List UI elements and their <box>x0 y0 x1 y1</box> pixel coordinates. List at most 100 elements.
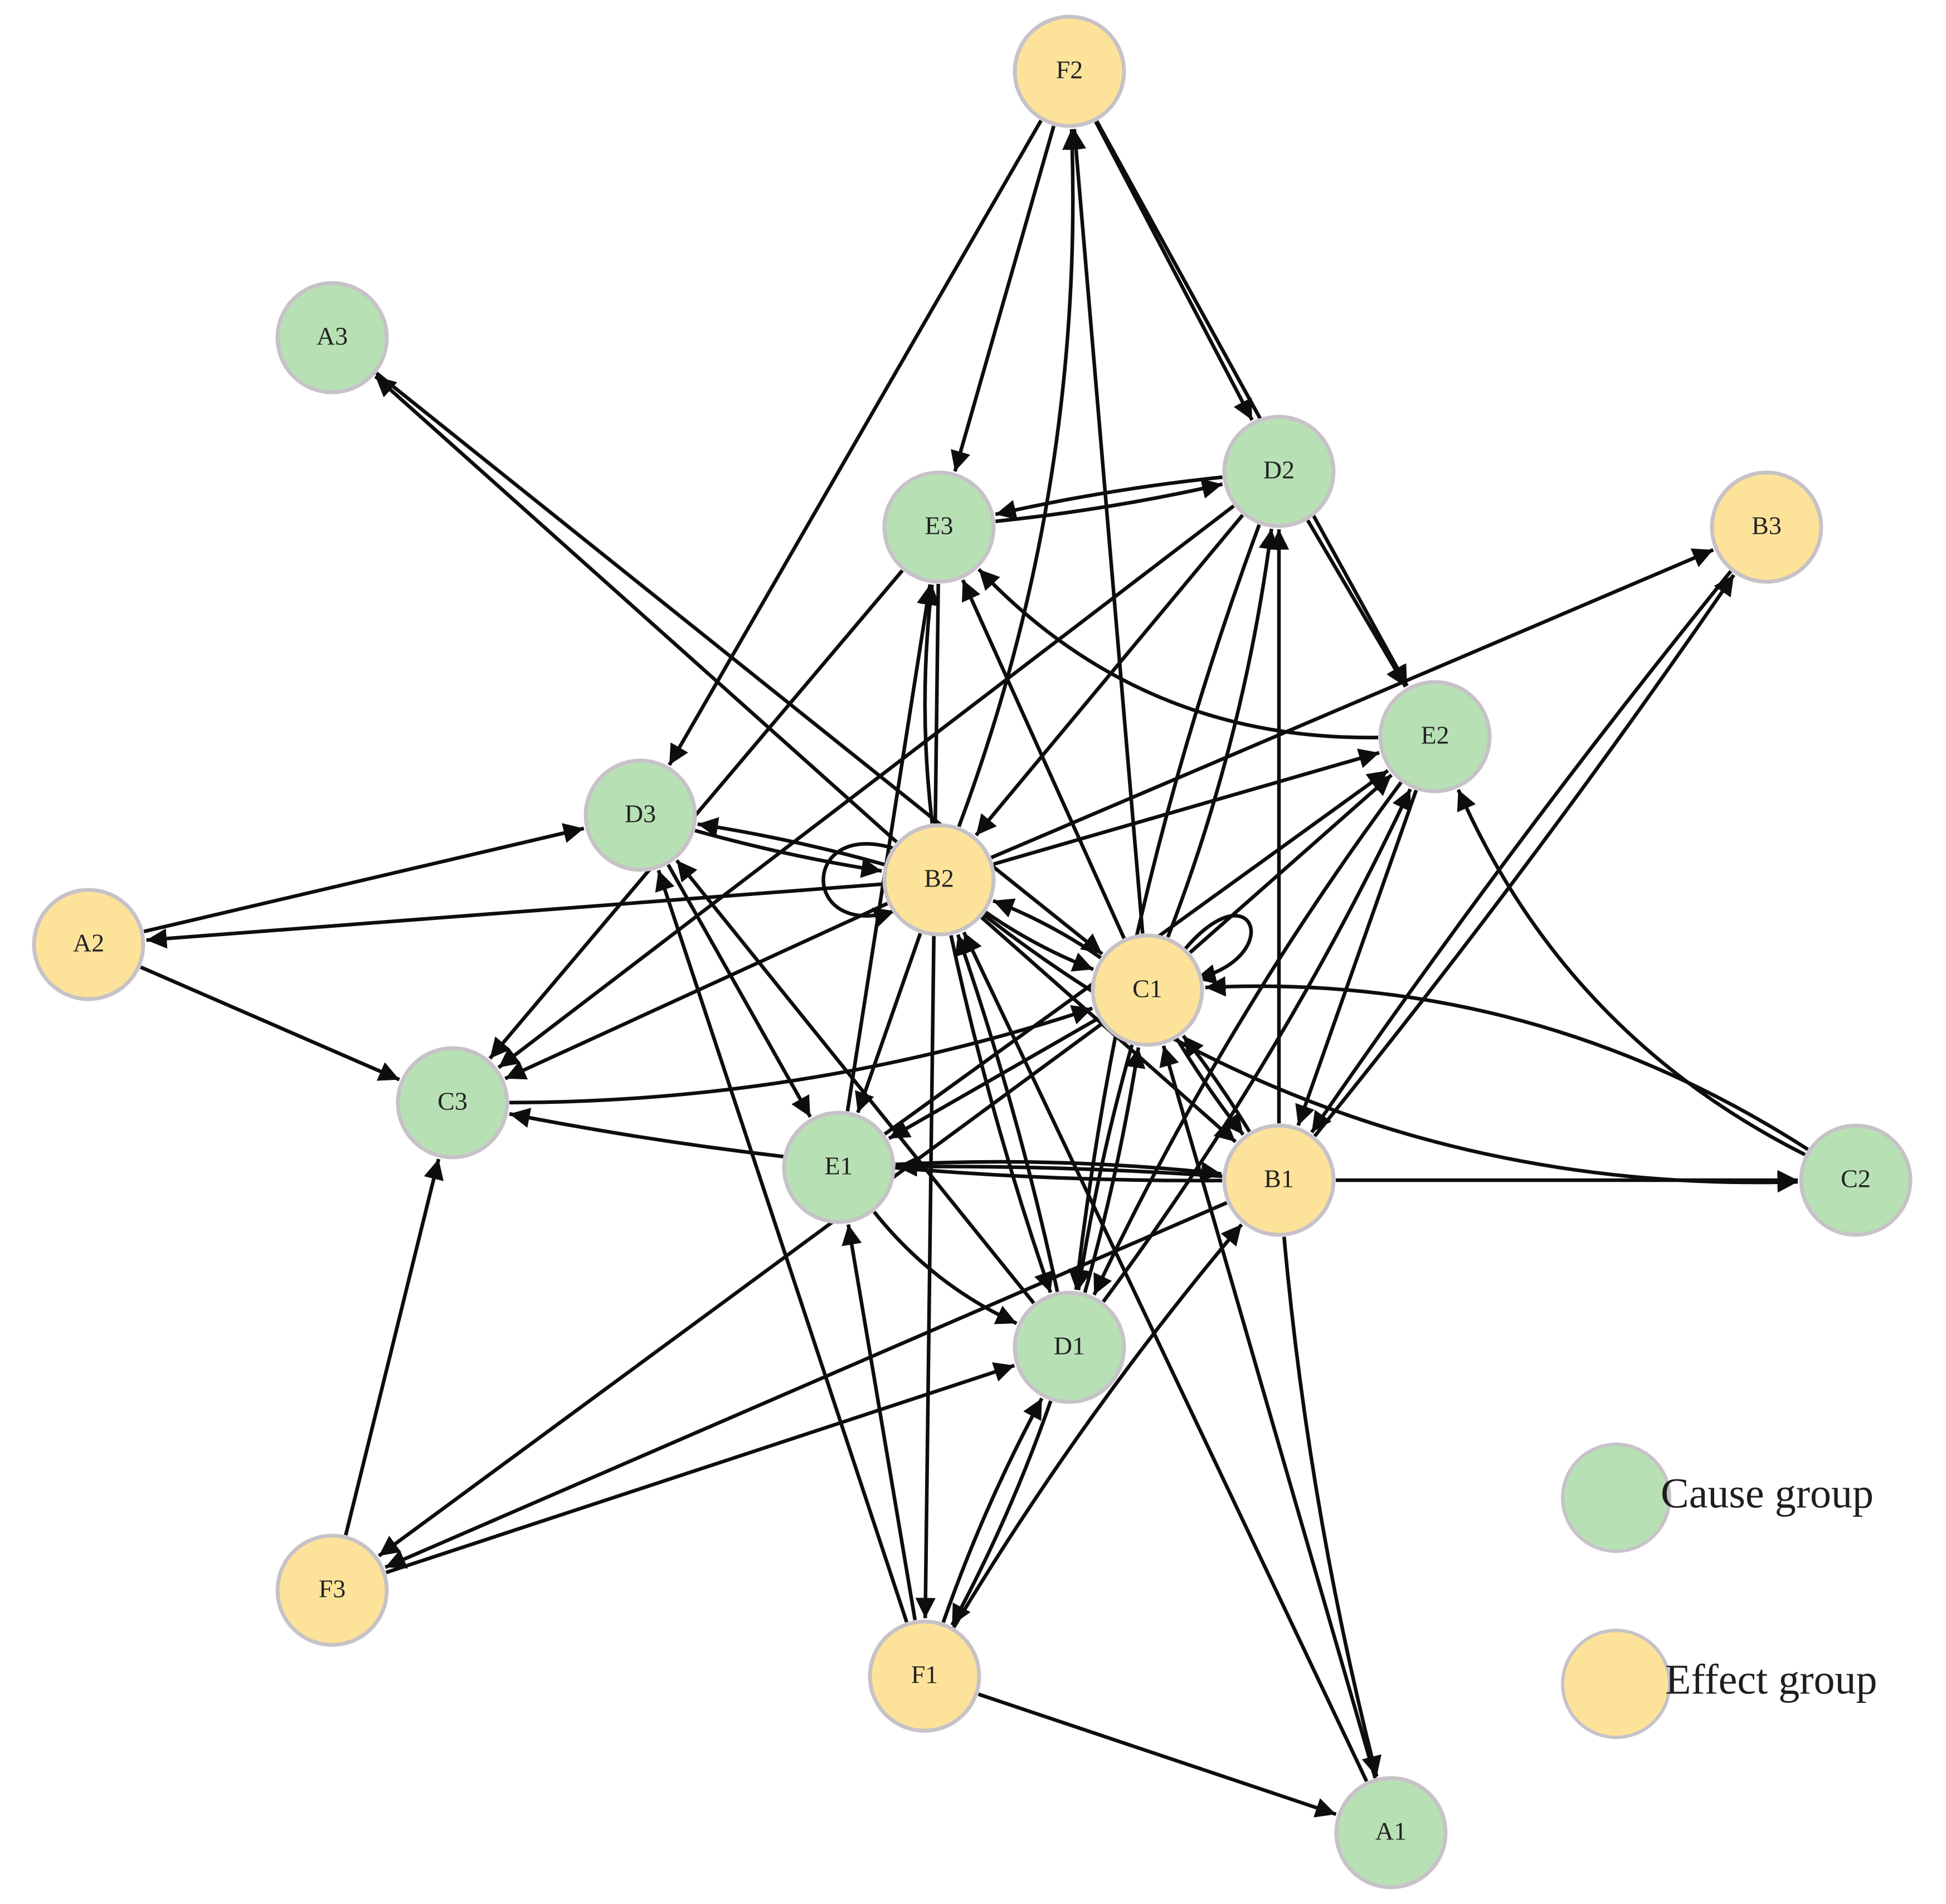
node-circle-d3 <box>583 758 697 872</box>
node-label-a2: A2 <box>73 929 104 957</box>
node-label-c1: C1 <box>1132 975 1162 1003</box>
node-label-b3: B3 <box>1752 512 1782 540</box>
edge-d1-to-e2 <box>1102 788 1412 1303</box>
node-circle-f1 <box>868 1619 981 1733</box>
node-e3: E3 <box>882 470 996 584</box>
node-label-e2: E2 <box>1420 721 1449 749</box>
node-circle-b2 <box>882 823 996 937</box>
edge-f2-to-e3 <box>951 125 1056 472</box>
node-circle-a2 <box>32 888 145 1001</box>
edge-c3-to-c1 <box>509 1005 1093 1105</box>
node-circle-b3 <box>1710 470 1823 584</box>
edge-d3-to-e1 <box>666 864 812 1118</box>
legend-cause-swatch <box>1561 1443 1671 1553</box>
edge-f1-to-e1 <box>841 1224 917 1620</box>
edge-f2-to-d3 <box>668 119 1043 766</box>
node-label-c3: C3 <box>437 1087 468 1116</box>
edge-d2-to-b2 <box>975 514 1244 837</box>
legend-effect-swatch <box>1561 1629 1671 1739</box>
node-c3: C3 <box>396 1046 509 1160</box>
edge-b2-to-e1 <box>855 933 922 1113</box>
node-circle-c1 <box>1091 933 1204 1047</box>
edge-f3-to-d1 <box>385 1362 1015 1575</box>
node-d1: D1 <box>1013 1291 1126 1404</box>
edge-c1-to-e3 <box>961 579 1126 939</box>
node-f3: F3 <box>275 1533 389 1647</box>
edge-c1-to-c1 <box>1183 914 1253 985</box>
node-label-d1: D1 <box>1054 1332 1085 1360</box>
edge-b1-to-a1 <box>1282 1236 1381 1778</box>
edge-c2-to-e2 <box>1456 788 1806 1157</box>
edge-b2-to-a2 <box>146 882 883 949</box>
node-label-b1: B1 <box>1264 1165 1294 1193</box>
node-d3: D3 <box>583 758 697 872</box>
edge-f3-to-c3 <box>344 1158 444 1536</box>
edge-e2-to-d1 <box>1092 781 1403 1296</box>
edge-e1-to-b1 <box>895 1160 1222 1182</box>
node-b3: B3 <box>1710 470 1823 584</box>
node-circle-c3 <box>396 1046 509 1160</box>
edge-f1-to-a1 <box>977 1692 1337 1818</box>
edge-c1-to-f2 <box>1066 129 1145 934</box>
edge-e1-to-d1 <box>873 1210 1018 1325</box>
edge-b1-to-c1 <box>1181 1034 1251 1133</box>
node-e1: E1 <box>782 1111 896 1224</box>
node-c2: C2 <box>1799 1123 1913 1237</box>
edge-a2-to-c3 <box>140 965 400 1082</box>
node-label-d2: D2 <box>1263 456 1295 484</box>
node-circle-e3 <box>882 470 996 584</box>
node-label-f2: F2 <box>1056 56 1083 84</box>
node-label-f1: F1 <box>911 1660 938 1689</box>
edge-b2-to-a3 <box>374 374 898 844</box>
edge-c2-to-c1 <box>1205 976 1809 1151</box>
edge-c1-to-e2 <box>1189 773 1393 954</box>
node-circle-d2 <box>1222 415 1336 528</box>
edge-b1-to-b3 <box>1313 573 1735 1137</box>
node-circle-e1 <box>782 1111 896 1224</box>
node-b2: B2 <box>882 823 996 937</box>
edge-f1-to-b1 <box>952 1223 1243 1629</box>
edge-d1-to-b2 <box>955 934 1059 1292</box>
edge-b2-to-c3 <box>504 902 888 1080</box>
node-circle-c2 <box>1799 1123 1913 1237</box>
edge-c1-to-e1 <box>888 1016 1100 1141</box>
node-label-e1: E1 <box>824 1152 853 1180</box>
node-circle-f2 <box>1013 14 1126 128</box>
node-c1: C1 <box>1091 933 1204 1047</box>
edge-d2-to-c3 <box>497 504 1235 1069</box>
legend-cause-label: Cause group <box>1661 1470 1874 1517</box>
node-e2: E2 <box>1378 680 1492 793</box>
edge-a1-to-c1 <box>1159 1045 1377 1779</box>
edge-f1-to-d1 <box>941 1397 1044 1623</box>
edge-c1-to-d2 <box>1166 528 1279 938</box>
node-b1: B1 <box>1222 1123 1336 1237</box>
node-f1: F1 <box>868 1619 981 1733</box>
edge-e2-to-b1 <box>1295 790 1418 1126</box>
node-label-a1: A1 <box>1375 1817 1407 1845</box>
edge-d2-to-e3 <box>995 475 1223 520</box>
node-label-c2: C2 <box>1841 1165 1871 1193</box>
node-d2: D2 <box>1222 415 1336 528</box>
node-label-e3: E3 <box>925 512 953 540</box>
edge-b2-to-c1 <box>984 910 1094 972</box>
edge-b1-to-f3 <box>385 1201 1228 1569</box>
legend: Cause group Effect group <box>1561 1443 1877 1739</box>
edge-b2-to-f2 <box>957 129 1083 827</box>
node-circle-b1 <box>1222 1123 1336 1237</box>
node-label-f3: F3 <box>319 1575 346 1603</box>
node-label-b2: B2 <box>924 864 954 893</box>
edge-d1-to-d3 <box>675 859 1035 1304</box>
edge-f1-to-d3 <box>655 869 909 1623</box>
edge-f2-to-d2 <box>1094 120 1254 421</box>
edge-b2-to-e2 <box>993 748 1380 866</box>
node-a2: A2 <box>32 888 145 1001</box>
node-circle-e2 <box>1378 680 1492 793</box>
edge-c1-to-d1 <box>1071 1044 1134 1291</box>
node-label-d3: D3 <box>625 800 656 828</box>
edge-d2-to-e2 <box>1306 519 1408 688</box>
edge-d2-to-d1 <box>1068 524 1261 1291</box>
edge-e2-to-e3 <box>977 568 1379 739</box>
edge-b2-to-b3 <box>990 548 1714 859</box>
node-a1: A1 <box>1334 1776 1448 1890</box>
